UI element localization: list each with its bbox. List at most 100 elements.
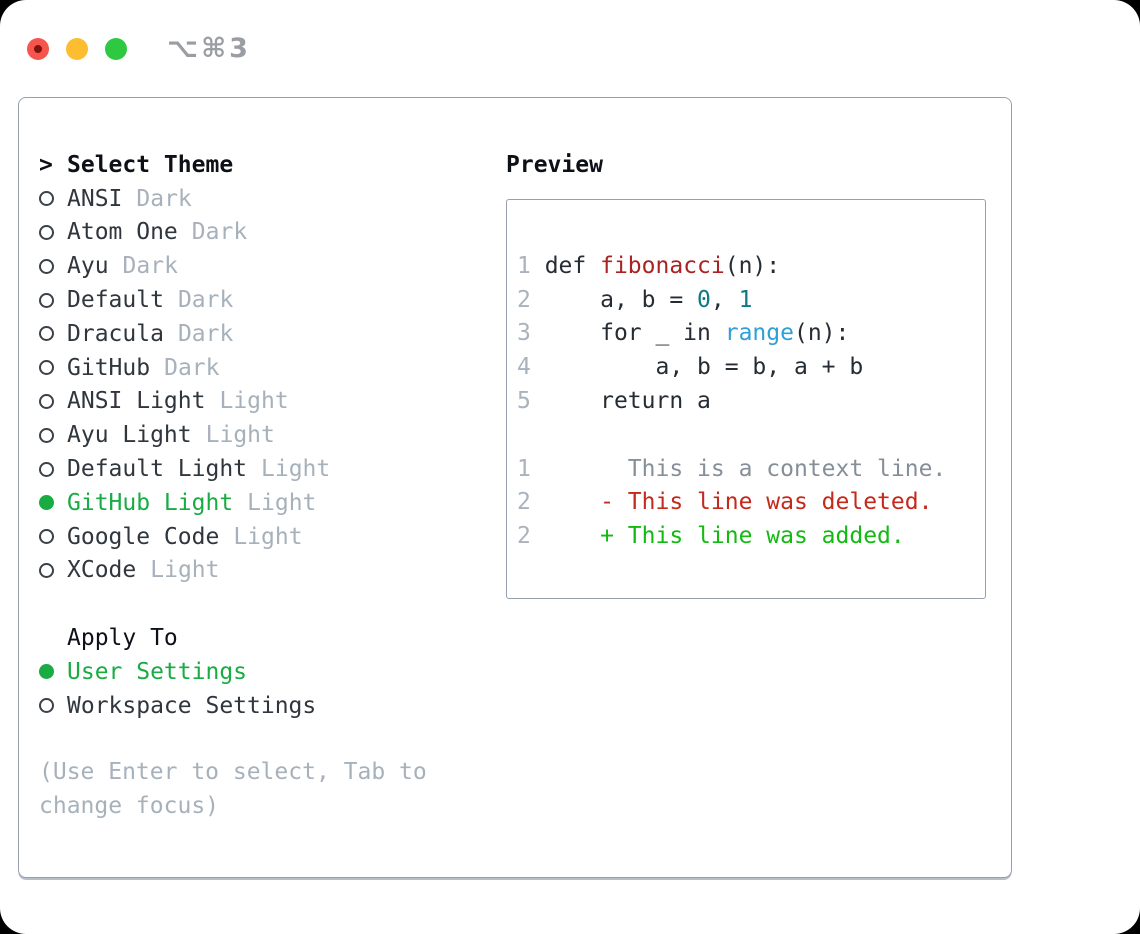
apply-to-header-label: Apply To xyxy=(67,625,178,652)
theme-name: Ayu Light xyxy=(67,422,192,449)
line-number: 1 xyxy=(517,455,531,482)
theme-name: ANSI xyxy=(67,185,123,212)
minimize-circle-icon[interactable] xyxy=(66,37,88,60)
preview-column: Preview 1 def fibonacci(n):2 a, b = 0, 1… xyxy=(488,148,1011,877)
select-theme-header-label: Select Theme xyxy=(67,151,234,178)
theme-option-github-dark[interactable]: GitHub Dark xyxy=(39,351,488,385)
theme-variant: Light xyxy=(205,422,275,449)
apply-option-workspace-settings[interactable]: Workspace Settings xyxy=(39,689,488,723)
keyboard-hint: (Use Enter to select, Tab to change focu… xyxy=(39,759,427,820)
code-segment: (n): xyxy=(793,320,850,347)
select-theme-header: > Select Theme xyxy=(39,148,488,182)
theme-variant: Light xyxy=(261,456,331,483)
close-circle-icon[interactable] xyxy=(27,37,49,60)
theme-name: Dracula xyxy=(67,320,164,347)
theme-option-ansi-dark[interactable]: ANSI Dark xyxy=(39,182,488,216)
code-segment: - This line was deleted. xyxy=(600,489,933,516)
radio-icon xyxy=(39,427,54,443)
code-line: 2 + This line was added. xyxy=(517,520,985,554)
theme-option-github-light[interactable]: GitHub Light Light xyxy=(39,486,488,520)
theme-option-ayu-light[interactable]: Ayu Light Light xyxy=(39,418,488,452)
code-segment xyxy=(531,456,628,482)
line-number: 2 xyxy=(517,286,531,313)
titlebar: ⌥⌘3 xyxy=(0,0,1140,97)
theme-variant: Dark xyxy=(122,253,178,280)
code-segment: range xyxy=(724,320,794,347)
theme-option-ansi-light[interactable]: ANSI Light Light xyxy=(39,385,488,419)
theme-option-google-code[interactable]: Google Code Light xyxy=(39,520,488,554)
apply-option-user-settings[interactable]: User Settings xyxy=(39,655,488,689)
cursor-arrow-icon: > xyxy=(39,151,53,178)
radio-selected-icon xyxy=(39,664,54,680)
theme-variant: Dark xyxy=(191,219,248,246)
code-segment: 1 xyxy=(738,286,753,313)
code-segment: (n): xyxy=(724,252,781,279)
theme-variant: Dark xyxy=(136,185,192,212)
theme-name: XCode xyxy=(67,557,137,584)
theme-name: Ayu xyxy=(67,253,109,280)
radio-icon xyxy=(39,529,54,545)
radio-icon xyxy=(39,191,54,207)
radio-icon xyxy=(39,393,54,409)
theme-name: GitHub Light xyxy=(67,489,234,516)
theme-option-xcode[interactable]: XCode Light xyxy=(39,554,488,588)
radio-icon xyxy=(39,224,54,240)
line-number: 4 xyxy=(517,354,531,381)
theme-variant: Dark xyxy=(177,320,234,347)
code-segment xyxy=(531,489,600,515)
preview-header: Preview xyxy=(506,148,1011,182)
radio-selected-icon xyxy=(39,495,54,511)
code-segment: def xyxy=(530,252,601,279)
theme-option-default-dark[interactable]: Default Dark xyxy=(39,283,488,317)
code-segment: a, b = b, a + b xyxy=(530,354,864,381)
code-segment: a, b = xyxy=(530,286,698,313)
theme-option-default-light[interactable]: Default Light Light xyxy=(39,452,488,486)
code-line: 2 a, b = 0, 1 xyxy=(517,284,985,318)
code-segment: , xyxy=(710,286,739,313)
zoom-circle-icon[interactable] xyxy=(105,37,127,60)
theme-variant: Light xyxy=(150,557,220,584)
radio-icon xyxy=(39,326,54,342)
line-number: 2 xyxy=(517,489,531,516)
radio-icon xyxy=(39,258,54,274)
code-line: 1 def fibonacci(n): xyxy=(517,250,985,284)
traffic-lights xyxy=(27,37,127,60)
code-line: 1 This is a context line. xyxy=(517,453,985,487)
theme-variant: Dark xyxy=(177,287,234,314)
theme-name: ANSI Light xyxy=(67,388,206,415)
theme-option-ayu-dark[interactable]: Ayu Dark xyxy=(39,249,488,283)
apply-option-label: Workspace Settings xyxy=(67,692,317,719)
code-line xyxy=(517,419,985,453)
theme-list-column: > Select Theme ANSI Dark Atom One Dark A… xyxy=(39,148,488,877)
theme-picker-panel: > Select Theme ANSI Dark Atom One Dark A… xyxy=(18,97,1012,878)
line-number: 3 xyxy=(517,320,531,347)
theme-variant: Light xyxy=(247,489,317,516)
code-segment: for _ in xyxy=(530,320,725,347)
code-line: 2 - This line was deleted. xyxy=(517,486,985,520)
theme-option-atom-one-dark[interactable]: Atom One Dark xyxy=(39,216,488,250)
radio-icon xyxy=(39,292,54,308)
apply-option-label: User Settings xyxy=(67,658,248,685)
code-line: 3 for _ in range(n): xyxy=(517,317,985,351)
radio-icon xyxy=(39,698,54,714)
radio-icon xyxy=(39,360,54,376)
code-segment: fibonacci xyxy=(600,252,725,279)
theme-name: GitHub xyxy=(67,354,151,381)
theme-variant: Light xyxy=(219,388,289,415)
theme-option-dracula-dark[interactable]: Dracula Dark xyxy=(39,317,488,351)
theme-name: Default Light xyxy=(67,456,248,483)
theme-variant: Light xyxy=(233,523,303,550)
line-number: 5 xyxy=(517,387,531,414)
code-line: 5 return a xyxy=(517,385,985,419)
apply-to-header: Apply To xyxy=(39,621,488,655)
window-title: ⌥⌘3 xyxy=(167,33,251,64)
code-segment: This is a context line. xyxy=(627,455,947,482)
line-number: 2 xyxy=(517,523,531,550)
radio-icon xyxy=(39,562,54,578)
line-number: 1 xyxy=(517,252,531,279)
radio-icon xyxy=(39,461,54,477)
theme-variant: Dark xyxy=(164,354,220,381)
